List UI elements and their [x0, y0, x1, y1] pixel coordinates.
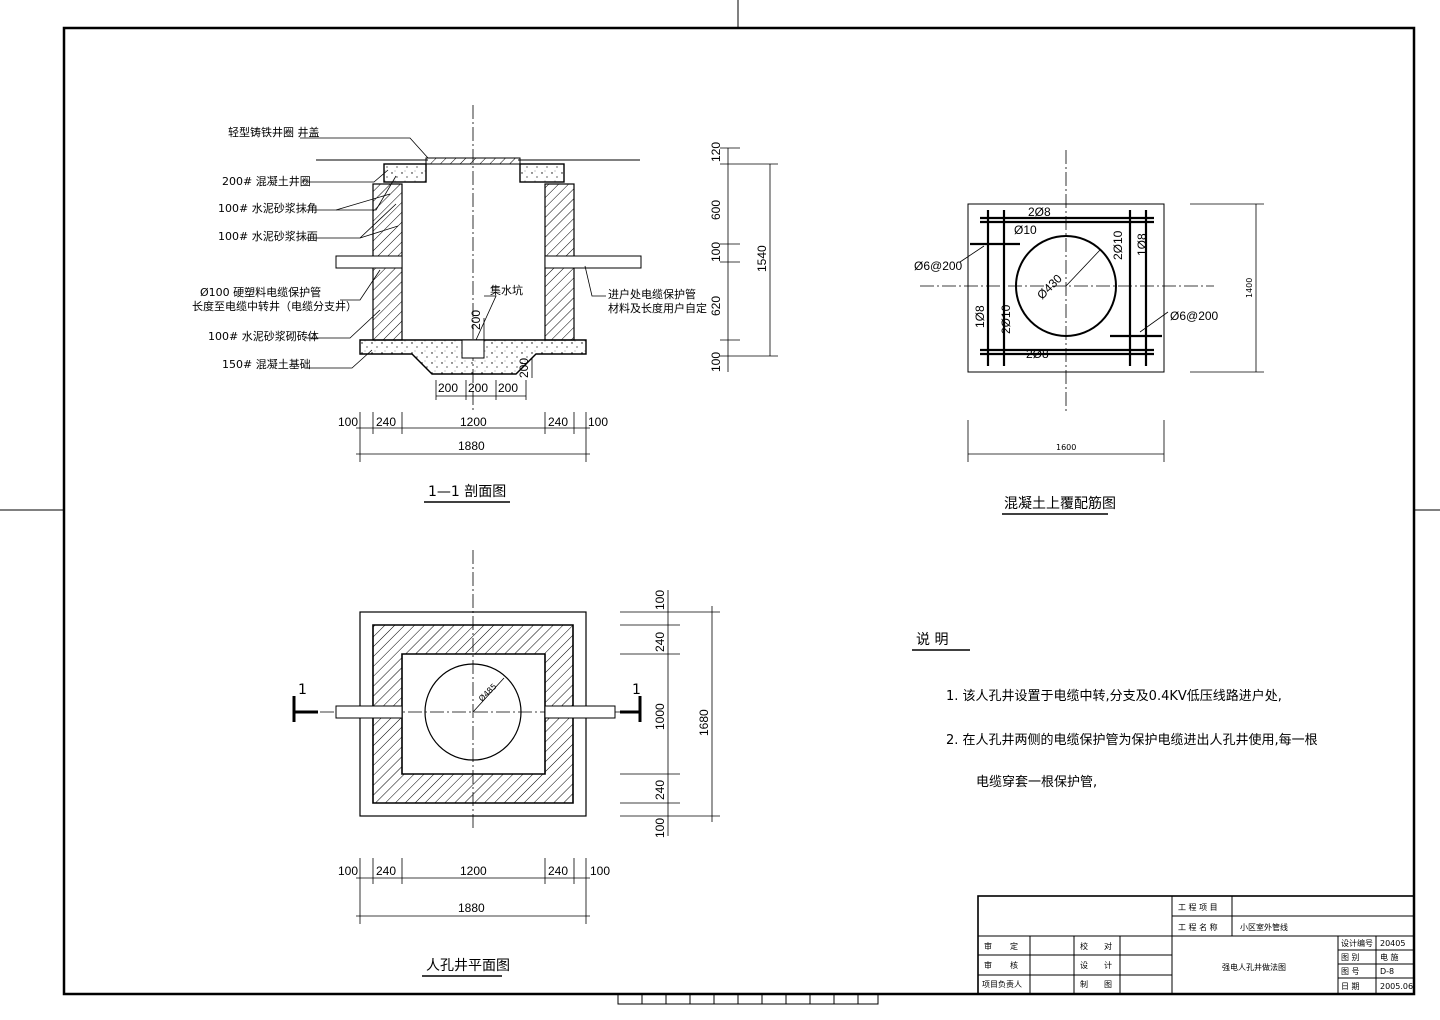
tb-r1c3: 校 [1080, 941, 1088, 951]
dim-v-620: 620 [709, 296, 723, 316]
notes: 说 明 1. 该人孔井设置于电缆中转,分支及0.4KV低压线路进户处, 2. 在… [912, 632, 1318, 790]
label-masonry: 100# 水泥砂浆砌砖体 [208, 329, 319, 343]
dim-sump-4: 200 [517, 358, 531, 378]
plan-dim-b-100r: 100 [590, 864, 610, 878]
rebar-mesh-right: Ø6@200 [1170, 309, 1219, 323]
tb-r2c3: 设 [1080, 960, 1088, 970]
label-base: 150# 混凝土基础 [222, 357, 311, 371]
tb-r1c1: 审 [984, 941, 992, 951]
label-ring: 200# 混凝土井圈 [222, 174, 311, 188]
tb-r1c2: 定 [1010, 941, 1018, 951]
label-house-pipe-1: 进户处电缆保护管 [608, 287, 696, 301]
plan-dim-b-240r: 240 [548, 864, 568, 878]
note-1: 1. 该人孔井设置于电缆中转,分支及0.4KV低压线路进户处, [946, 688, 1282, 704]
plan-dim-v-240b: 240 [653, 780, 667, 800]
tb-value-4: 2005.06 [1380, 982, 1413, 991]
plan-dim-b-100l: 100 [338, 864, 358, 878]
cut-right: 1 [632, 682, 641, 698]
plan-dim-b-240l: 240 [376, 864, 396, 878]
tb-label-1: 设计编号 [1341, 938, 1373, 948]
tb-label-4: 日 期 [1341, 982, 1360, 991]
label-pipe-1: Ø100 硬塑料电缆保护管 [200, 285, 321, 299]
dim-sump-3: 200 [498, 381, 518, 395]
dim-b-100r: 100 [588, 415, 608, 429]
label-sump: 集水坑 [490, 283, 523, 297]
dim-sump-5: 200 [469, 310, 483, 330]
tb-r2c1: 审 [984, 960, 992, 970]
rebar-view: 2Ø8 2Ø8 Ø10 1Ø8 1Ø8 2Ø10 2Ø10 Ø430 Ø6@20… [914, 150, 1264, 515]
tb-r1c4: 对 [1104, 941, 1112, 951]
plan-title: 人孔井平面图 [426, 958, 510, 974]
rebar-top-bars: 2Ø8 [1028, 205, 1051, 219]
tb-value-2: 电 施 [1380, 952, 1399, 962]
dim-v-600: 600 [709, 200, 723, 220]
notes-heading: 说 明 [916, 632, 948, 648]
note-2: 2. 在人孔井两侧的电缆保护管为保护电缆进出人孔井使用,每一根 [946, 732, 1318, 748]
dim-b-1880: 1880 [458, 439, 485, 453]
section-title: 1—1 剖面图 [428, 484, 506, 500]
rebar-ring-right: 2Ø10 [1111, 230, 1125, 260]
rebar-ring-bar: Ø10 [1014, 223, 1037, 237]
title-block: 工 程 项 目 工 程 名 称 小区室外管线 审 定 校 对 审 核 设 计 项… [977, 895, 1415, 995]
rebar-dim-1400: 1400 [1245, 278, 1254, 298]
tb-project-label: 工 程 项 目 [1178, 903, 1218, 912]
dim-sump-2: 200 [468, 381, 488, 395]
dim-b-240l: 240 [376, 415, 396, 429]
note-2b: 电缆穿套一根保护管, [976, 774, 1097, 790]
dim-b-240r: 240 [548, 415, 568, 429]
tb-r3c3: 制 [1080, 979, 1088, 989]
rebar-title: 混凝土上覆配筋图 [1004, 495, 1116, 512]
dim-b-100l: 100 [338, 415, 358, 429]
tb-r2c4: 计 [1104, 960, 1112, 970]
plan-dim-v-100b: 100 [653, 818, 667, 838]
tb-value-3: D-8 [1380, 967, 1394, 976]
plan-dim-v-100t: 100 [653, 590, 667, 610]
cut-left: 1 [298, 682, 307, 698]
plan-dim-v-1680: 1680 [697, 709, 711, 736]
label-house-pipe-2: 材料及长度用户自定 [608, 301, 707, 315]
dim-v-100b: 100 [709, 352, 723, 372]
tb-r3c4: 图 [1104, 980, 1112, 989]
dim-v-1540: 1540 [755, 245, 769, 272]
tb-label-3: 图 号 [1341, 967, 1360, 976]
rebar-mesh-left: Ø6@200 [914, 259, 963, 273]
tb-drawing-title: 强电人孔井做法图 [1222, 962, 1286, 972]
rebar-dim-1600: 1600 [1056, 443, 1076, 452]
rebar-left-bars: 1Ø8 [973, 305, 987, 328]
dim-b-1200: 1200 [460, 415, 487, 429]
label-plaster-corner: 100# 水泥砂浆抹角 [218, 201, 318, 215]
rebar-ring-left: 2Ø10 [999, 304, 1013, 334]
rebar-bottom-bars: 2Ø8 [1026, 347, 1049, 361]
label-plaster-face: 100# 水泥砂浆抹面 [218, 229, 318, 243]
plan-dim-v-1000: 1000 [653, 703, 667, 730]
plan-dim-b-1880: 1880 [458, 901, 485, 915]
tb-name-value: 小区室外管线 [1240, 922, 1288, 932]
tb-value-1: 20405 [1380, 939, 1405, 948]
plan-dim-v-240t: 240 [653, 632, 667, 652]
dim-v-100a: 100 [709, 242, 723, 262]
rebar-right-bars: 1Ø8 [1135, 233, 1149, 256]
bottom-tick-strip [617, 993, 879, 1005]
rebar-hole: Ø430 [1034, 271, 1065, 302]
tb-label-2: 图 别 [1341, 953, 1360, 962]
label-pipe-2: 长度至电缆中转井（电缆分支井） [192, 299, 357, 313]
label-cover: 轻型铸铁井圈 井盖 [228, 125, 320, 139]
plan-view: Ø485 1 1 100 240 1000 240 100 1680 [292, 550, 720, 977]
section-view: 轻型铸铁井圈 井盖 200# 混凝土井圈 100# 水泥砂浆抹角 100# 水泥… [192, 105, 778, 503]
dim-sump-1: 200 [438, 381, 458, 395]
tb-name-label: 工 程 名 称 [1178, 922, 1218, 932]
dim-v-120: 120 [709, 142, 723, 162]
plan-hole: Ø485 [476, 681, 498, 703]
plan-dim-b-1200: 1200 [460, 864, 487, 878]
tb-r2c2: 核 [1010, 960, 1018, 970]
tb-r3c1: 项目负责人 [982, 979, 1022, 989]
